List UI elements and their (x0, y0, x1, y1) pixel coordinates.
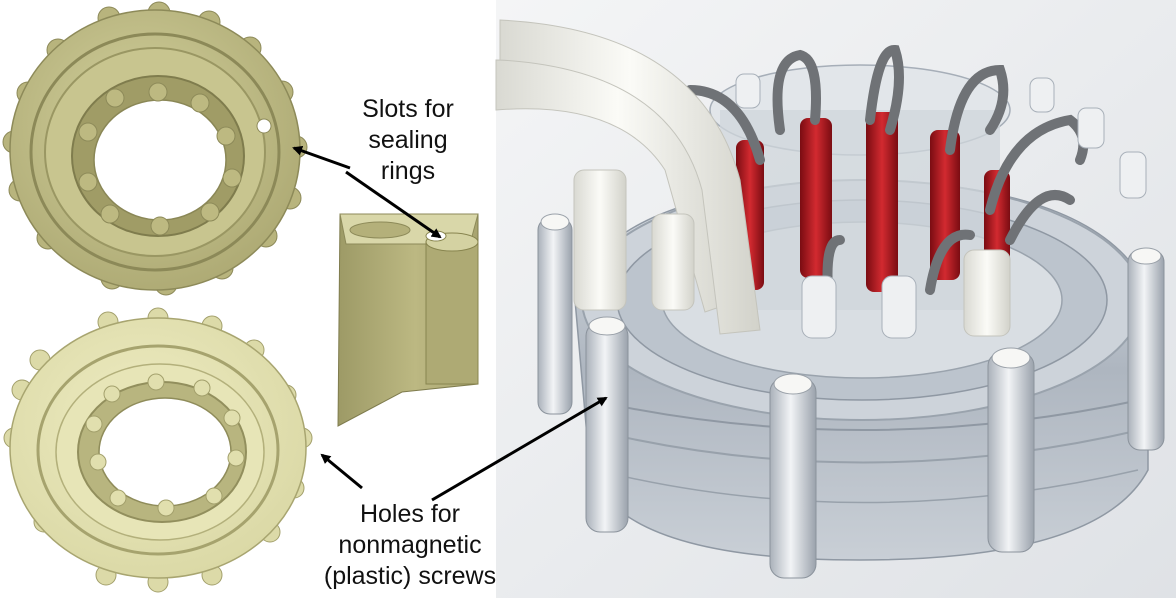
coil-windings (736, 112, 1010, 292)
arrow-slots-block (345, 170, 442, 239)
label-slots-for-sealing-rings: Slots for sealing rings (352, 94, 464, 187)
ring-bottom-inner-tabs (85, 373, 245, 517)
top-studs (735, 73, 1147, 339)
cad-ring-bottom (3, 307, 313, 593)
wire-hooks (685, 45, 1089, 295)
label-slots-line-2: sealing (368, 126, 448, 154)
annotation-arrows (292, 145, 608, 502)
cad-cross-section (337, 213, 479, 427)
arrow-holes-ring (320, 453, 363, 490)
arrow-holes-photo (431, 396, 608, 502)
screw-heads (540, 213, 1162, 395)
ring-top-inner-tabs (78, 82, 242, 236)
label-holes-for-screws: Holes for nonmagnetic (plastic) screws (322, 499, 498, 592)
label-holes-line-2: nonmagnetic (338, 531, 482, 559)
plastic-tubes (495, 19, 1011, 337)
device-photo (495, 0, 1176, 598)
label-slots-line-1: Slots for (362, 95, 454, 123)
label-holes-line-3: (plastic) screws (323, 562, 497, 590)
label-holes-line-1: Holes for (359, 500, 461, 528)
label-slots-line-3: rings (380, 157, 436, 185)
cad-ring-top (2, 1, 308, 296)
arrow-slots-ring (292, 145, 351, 170)
